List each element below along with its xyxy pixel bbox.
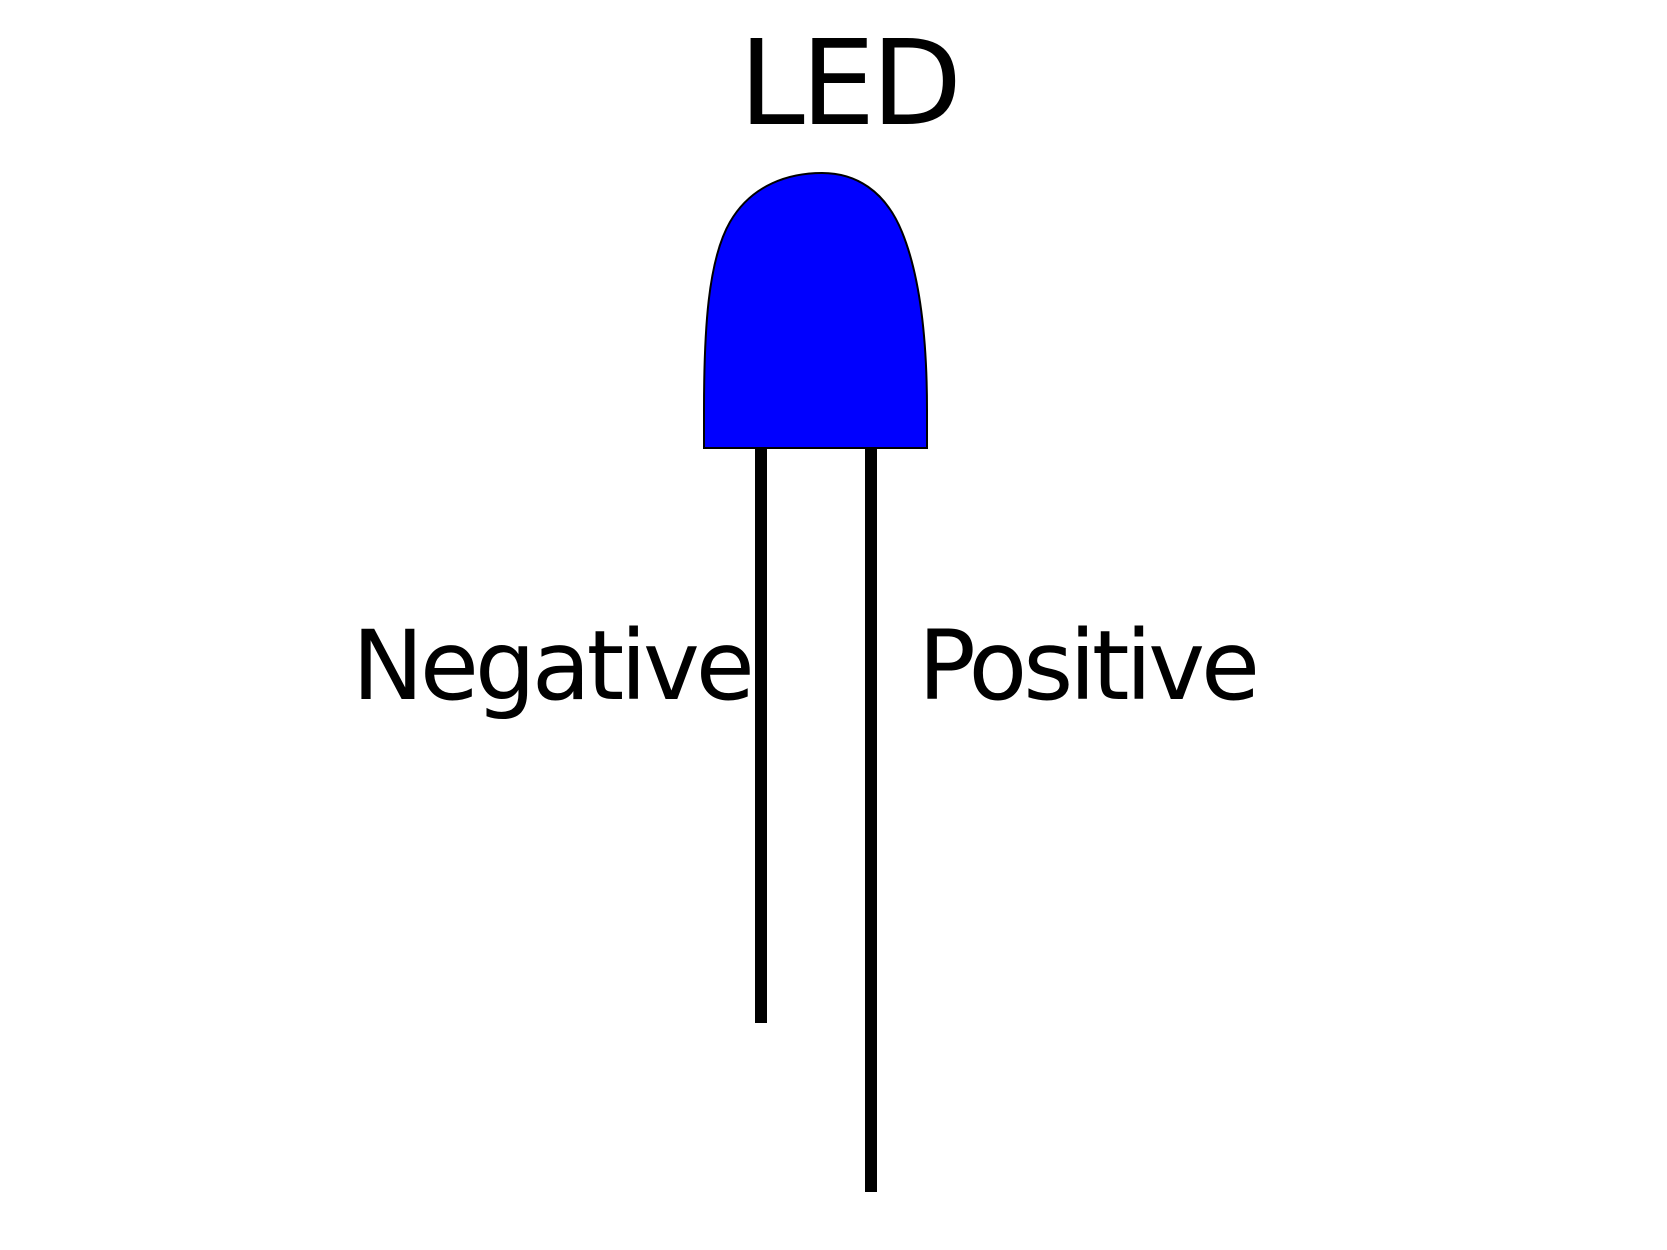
negative-lead — [755, 446, 767, 1023]
led-body-icon — [703, 171, 928, 449]
negative-label: Negative — [352, 610, 755, 722]
positive-lead — [865, 446, 877, 1192]
diagram-title: LED — [739, 14, 962, 152]
positive-label: Positive — [918, 610, 1260, 722]
